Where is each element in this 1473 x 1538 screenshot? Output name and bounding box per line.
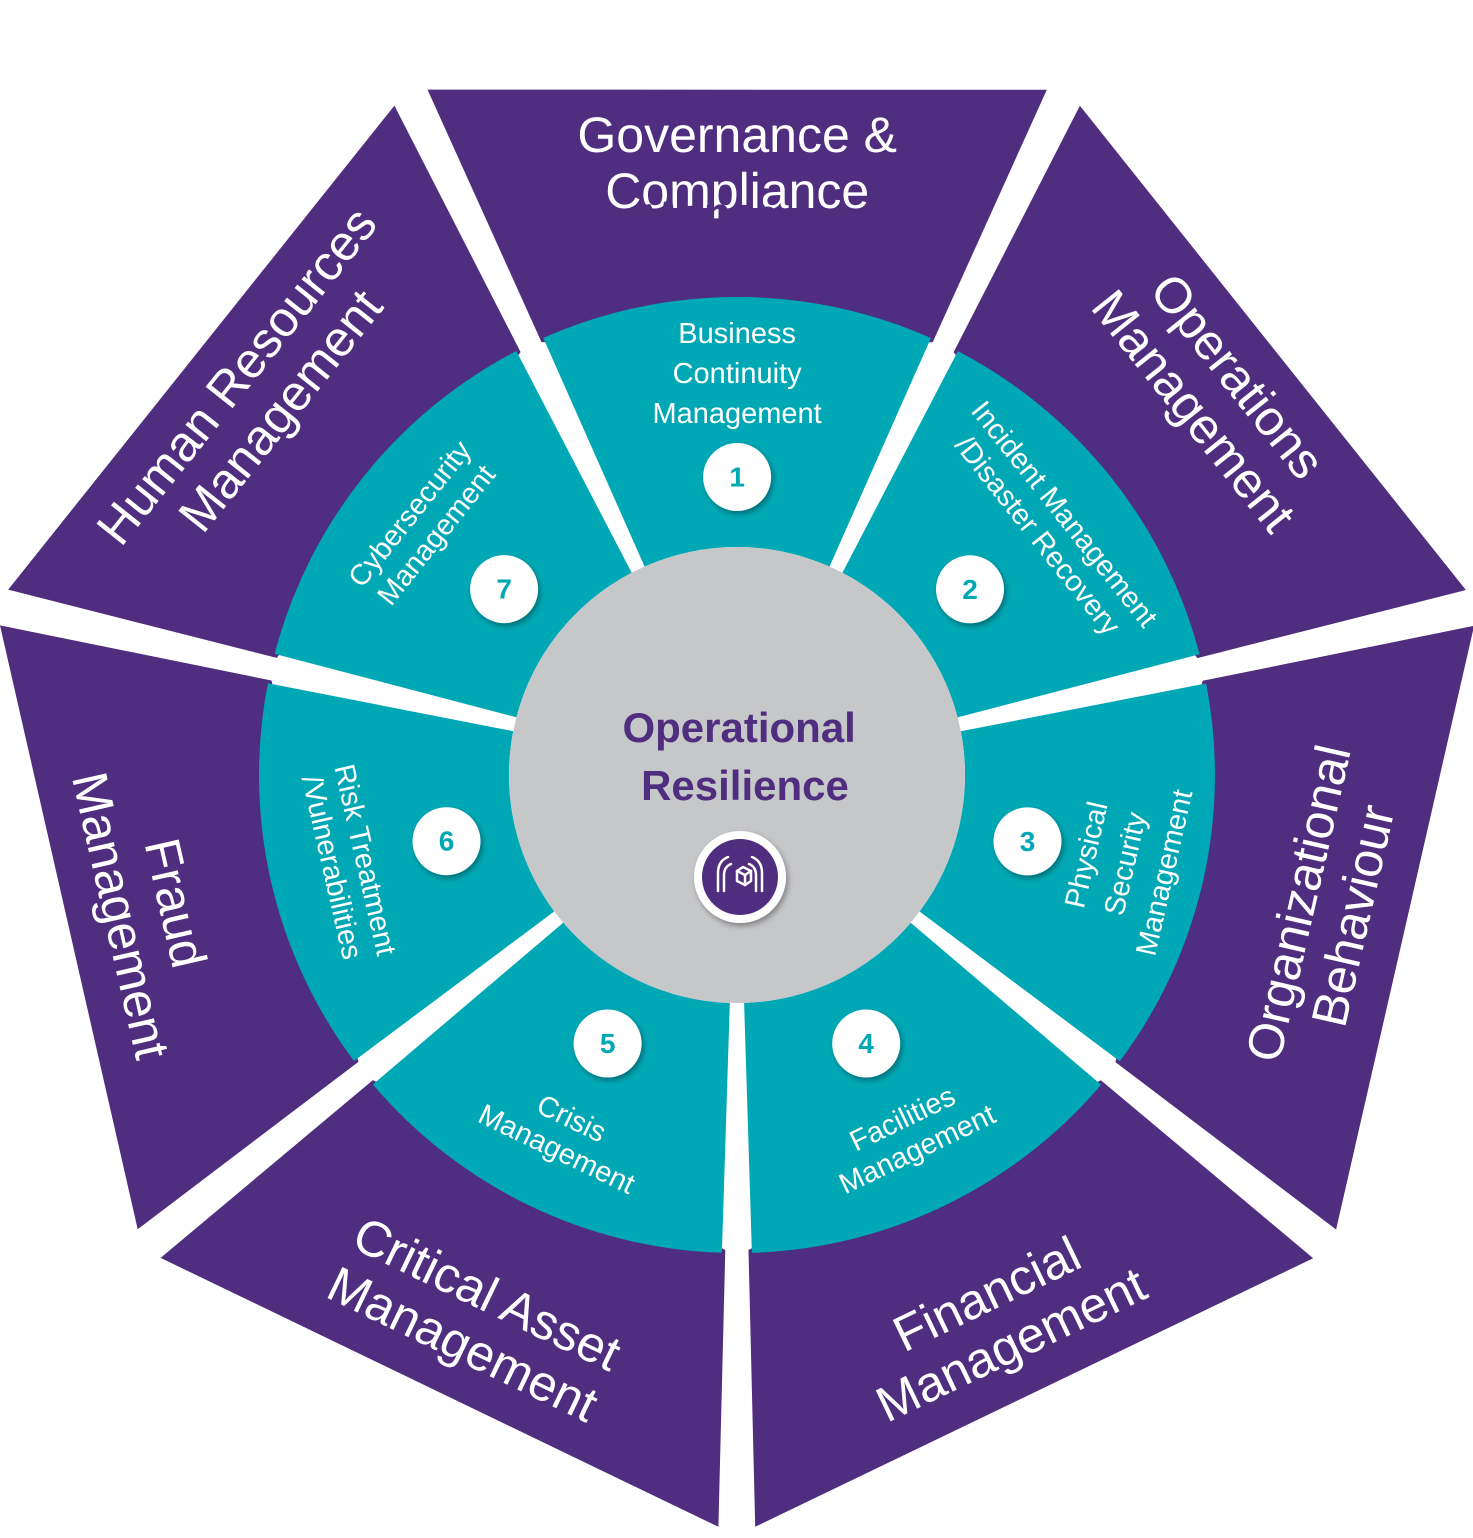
badge-number: 3 [1020, 826, 1036, 857]
number-badge: 4 [832, 1009, 901, 1078]
inner-segment-shape [372, 922, 730, 1253]
inner-segment-shape [259, 683, 555, 1061]
number-badge: 1 [703, 443, 772, 511]
inner-segment-shape [744, 922, 1102, 1253]
badge-number: 2 [962, 574, 978, 605]
badge-number: 6 [439, 826, 455, 857]
badge-circle [936, 555, 1004, 624]
number-badge: 6 [412, 807, 481, 876]
outer-segment-governance: Governance &Compliance [427, 89, 1047, 343]
badge-circle [573, 1009, 642, 1078]
number-badge: 3 [993, 807, 1062, 876]
outer-segment-shape [953, 105, 1466, 659]
inner-segment-shape [919, 683, 1215, 1062]
badge-number: 4 [858, 1028, 874, 1059]
badge-number: 5 [600, 1028, 616, 1059]
center-hub: Operational Resilience [509, 547, 965, 1003]
badge-number: 7 [496, 574, 512, 605]
number-badge: 7 [470, 555, 539, 624]
badge-circle [412, 807, 481, 876]
number-badge: 2 [936, 555, 1004, 624]
number-badge: 5 [573, 1009, 642, 1078]
inner-segment-shape [543, 297, 931, 567]
center-title: Operational Resilience [622, 704, 867, 809]
badge-circle [703, 443, 772, 511]
badge-circle [993, 807, 1062, 876]
badge-circle [470, 555, 539, 624]
inner-segment-shape [274, 351, 632, 718]
center-circle [509, 547, 965, 1003]
badge-number: 1 [729, 462, 745, 493]
outer-segment-label: Governance &Compliance [577, 107, 897, 219]
outer-segment-shape [427, 89, 1047, 343]
inner-segment-shape [842, 351, 1200, 718]
hands-protecting-cube-icon [694, 831, 786, 923]
outer-segment-shape [8, 105, 521, 658]
badge-circle [832, 1009, 901, 1078]
